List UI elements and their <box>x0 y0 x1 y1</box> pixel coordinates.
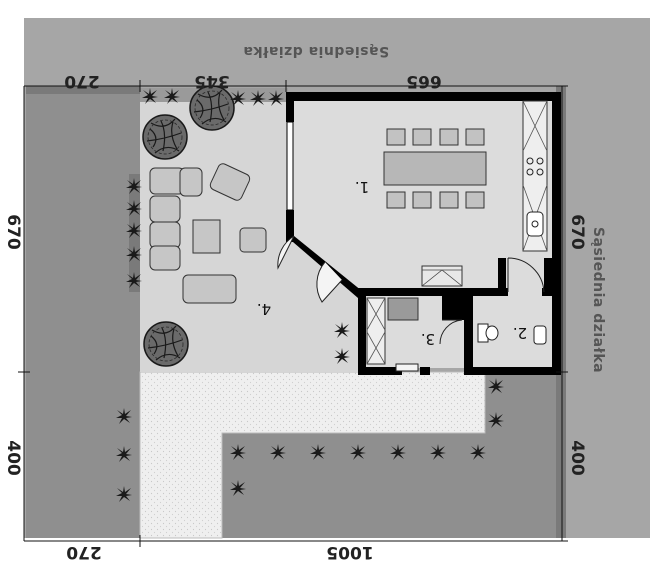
neighbor-label-right: Sąsiednia działka <box>590 227 606 373</box>
fireplace <box>421 265 463 287</box>
kitchen-counter <box>522 100 548 252</box>
boundary-top-left <box>26 86 140 94</box>
dim-top-right: 665 <box>406 71 442 91</box>
storage-shelves <box>366 297 419 365</box>
dim-right-lower: 400 <box>567 440 587 476</box>
room-label-1: 1. <box>355 178 369 196</box>
shrub-icon <box>142 114 188 160</box>
shrub-icon <box>189 85 235 131</box>
dim-top-left: 270 <box>64 71 100 91</box>
wc-fixtures <box>477 323 547 345</box>
room-label-4: 4. <box>257 300 271 318</box>
living-furniture <box>149 163 267 304</box>
neighbor-label-top: Sąsiednia działka <box>243 43 389 59</box>
dim-top-mid: 345 <box>194 71 230 91</box>
dim-bottom-right: 1005 <box>326 542 373 562</box>
lawn-strip-left <box>26 94 140 538</box>
dim-left-upper: 670 <box>3 214 23 250</box>
doors <box>277 235 545 372</box>
dim-right-upper: 670 <box>567 214 587 250</box>
window-west <box>286 121 294 211</box>
dimension-lines <box>18 80 568 547</box>
dim-left-lower: 400 <box>3 440 23 476</box>
shrub-icon <box>143 321 189 367</box>
room-label-3: 3. <box>421 330 435 348</box>
dining-table <box>383 128 487 209</box>
lawn-bottom <box>222 433 560 538</box>
dim-bottom-left: 270 <box>66 542 102 562</box>
room-label-2: 2. <box>513 324 527 342</box>
